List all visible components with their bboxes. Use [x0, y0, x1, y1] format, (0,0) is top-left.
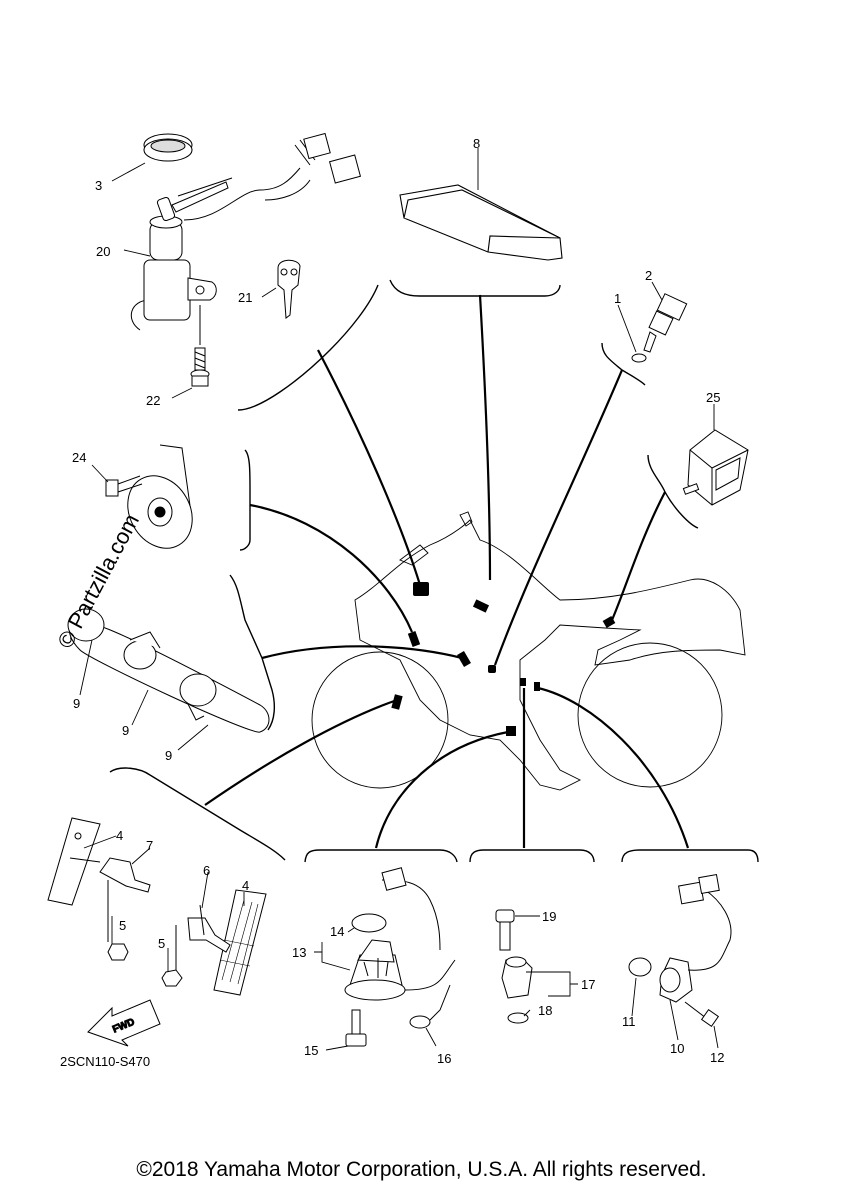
motorcycle-silhouette — [311, 511, 746, 791]
ecu-part — [399, 184, 563, 261]
callout-25: 25 — [706, 390, 720, 405]
callout-14: 14 — [330, 924, 344, 939]
gasket-part-1 — [631, 353, 647, 363]
screw-part-22 — [190, 305, 210, 387]
bolt-part-19 — [495, 909, 515, 951]
callout-4-a: 4 — [116, 828, 123, 843]
callout-15: 15 — [304, 1043, 318, 1058]
callout-16: 16 — [437, 1051, 451, 1066]
bolt-part-15 — [345, 1009, 367, 1047]
callout-12: 12 — [710, 1050, 724, 1065]
callout-9-c: 9 — [165, 748, 172, 763]
callout-21: 21 — [238, 290, 252, 305]
callout-8: 8 — [473, 136, 480, 151]
callout-9-b: 9 — [122, 723, 129, 738]
nut-part-5-right — [161, 969, 183, 987]
connector-markers — [391, 582, 616, 736]
callout-1: 1 — [614, 291, 621, 306]
callout-6: 6 — [203, 863, 210, 878]
reflector-part-4-right — [213, 889, 267, 996]
callout-10: 10 — [670, 1041, 684, 1056]
callout-labels: 3 20 21 22 8 1 2 25 24 9 9 9 4 7 5 6 4 5… — [72, 136, 724, 1066]
copyright-notice: ©2018 Yamaha Motor Corporation, U.S.A. A… — [136, 1158, 707, 1181]
bracket-part-7 — [69, 857, 151, 942]
cap-part — [143, 133, 193, 162]
callout-5-a: 5 — [119, 918, 126, 933]
callout-2: 2 — [645, 268, 652, 283]
oring-part-14 — [351, 913, 387, 933]
reflector-part-4-left — [47, 817, 101, 906]
main-switch-part — [130, 132, 362, 331]
sensor-part-17 — [501, 956, 533, 999]
fwd-arrow: FWD — [87, 999, 161, 1047]
callout-lines — [79, 148, 719, 1051]
callout-17: 17 — [581, 977, 595, 992]
callout-24: 24 — [72, 450, 86, 465]
key-part — [277, 259, 301, 319]
callout-19: 19 — [542, 909, 556, 924]
screw-part-12 — [684, 1001, 720, 1028]
callout-7: 7 — [146, 838, 153, 853]
leader-lines — [204, 294, 690, 849]
sensor-part-2 — [643, 293, 688, 353]
callout-11: 11 — [622, 1014, 636, 1029]
callout-9-a: 9 — [73, 696, 80, 711]
horn-part — [127, 444, 193, 549]
oring-part-11 — [628, 957, 652, 977]
callout-20: 20 — [96, 244, 110, 259]
callout-5-b: 5 — [158, 936, 165, 951]
group-brackets — [109, 279, 759, 863]
callout-13: 13 — [292, 945, 306, 960]
screw-part-24 — [105, 475, 143, 497]
callout-3: 3 — [95, 178, 102, 193]
nut-part-5-left — [107, 943, 129, 961]
coupler-part-9 — [67, 608, 270, 733]
callout-18: 18 — [538, 1003, 552, 1018]
sensor-part-10 — [659, 873, 732, 1003]
lead-part-16 — [409, 984, 451, 1029]
diagram-code: 2SCN110-S470 — [60, 1054, 150, 1069]
callout-22: 22 — [146, 393, 160, 408]
bracket-part-6 — [175, 904, 231, 972]
callout-4-b: 4 — [242, 878, 249, 893]
relay-part — [682, 429, 749, 506]
sensor-assy-part-13 — [344, 867, 456, 1001]
oring-part-18 — [507, 1012, 529, 1024]
